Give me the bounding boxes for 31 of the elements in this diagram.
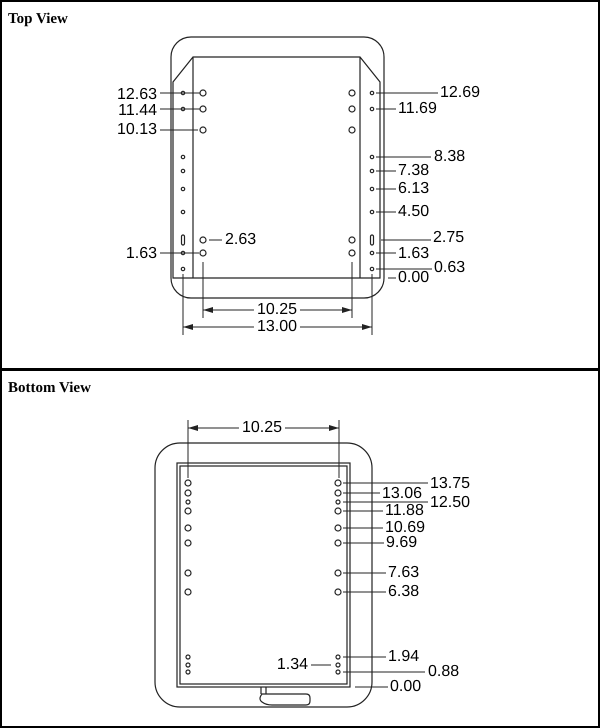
dimension-value: 10.13: [116, 122, 157, 138]
dimension-value: 11.69: [398, 101, 437, 117]
dimension-value: 13.06: [382, 486, 422, 502]
dimension-value: 12.50: [430, 495, 470, 511]
dimension-value: 2.75: [433, 230, 464, 246]
dimension-value: 10.69: [385, 520, 426, 536]
dimension-value: 6.38: [388, 584, 420, 600]
dimension-value: 4.50: [398, 204, 430, 220]
dimension-value: 0.63: [434, 260, 466, 276]
dimension-value: 1.63: [126, 246, 157, 262]
view-panel: [0, 369, 600, 728]
dimension-value: 7.38: [398, 163, 430, 179]
dimension-value: 7.63: [388, 565, 420, 581]
dimension-value: 1.34: [276, 657, 308, 673]
view-panel: [0, 0, 600, 370]
dimension-value: 6.13: [398, 181, 430, 197]
dimension-value: 12.63: [116, 87, 157, 103]
dimension-value: 0.00: [398, 270, 430, 286]
dimension-value: 0.00: [390, 679, 422, 695]
dimension-value: 13.75: [430, 476, 470, 492]
dimension-value: 11.88: [385, 503, 424, 519]
dimension-value: 1.63: [398, 246, 430, 262]
dimension-value: 1.94: [388, 649, 420, 665]
dimension-value: 11.44: [118, 103, 157, 119]
dimension-value: 9.69: [386, 535, 418, 551]
panel-heading: Bottom View: [8, 379, 91, 398]
dimension-value: 2.63: [225, 232, 256, 248]
dimension-value: 0.88: [428, 664, 460, 680]
panel-heading: Top View: [8, 10, 68, 29]
dimension-value: 8.38: [434, 149, 466, 165]
dimension-value: 12.69: [440, 85, 480, 101]
